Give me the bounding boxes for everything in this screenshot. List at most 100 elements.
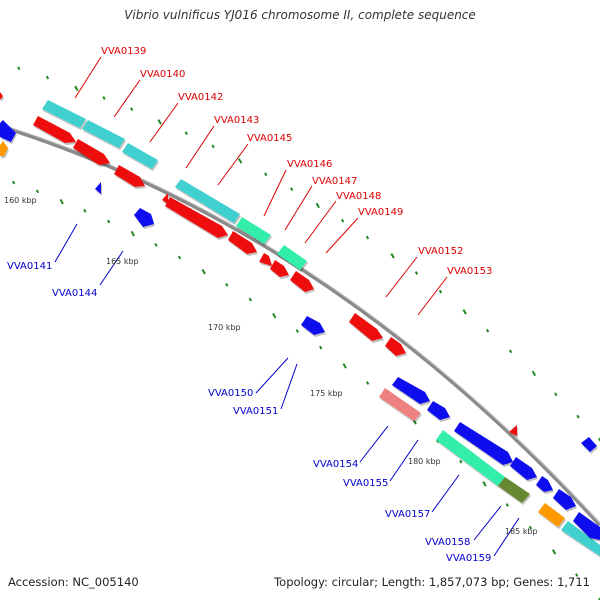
label-vva0141[interactable]: VVA0141 [7, 261, 52, 272]
gc-dot [264, 172, 268, 177]
top-leader-lines [74, 56, 448, 316]
gene-edge-orange[interactable] [0, 141, 8, 156]
gene-blue-6[interactable] [553, 489, 576, 510]
gc-skew-dots [11, 66, 600, 600]
gc-dot [505, 503, 509, 507]
label-vva0143[interactable]: VVA0143 [214, 115, 259, 126]
gene-edge-cyan[interactable] [561, 521, 600, 556]
chromosome-backbone-highlight [0, 123, 600, 524]
gc-dot [184, 131, 188, 136]
gc-dot [83, 208, 87, 213]
gc-dot [130, 230, 135, 237]
gene-blue-7[interactable] [573, 512, 600, 540]
gene-red-3[interactable] [114, 165, 145, 187]
gene-vva0142[interactable] [122, 143, 158, 169]
gene-red-10[interactable] [385, 337, 406, 356]
gc-dot [237, 158, 243, 164]
label-vva0151[interactable]: VVA0151 [233, 406, 278, 417]
gene-vva0139[interactable] [42, 100, 86, 128]
map-title: Vibrio vulnificus YJ016 chromosome II, c… [124, 8, 476, 22]
gene-blue-3[interactable] [454, 422, 513, 465]
tick-label-160kbp: 160 kbp [4, 196, 37, 205]
gc-dot [482, 481, 487, 487]
gc-dot [598, 437, 600, 444]
gc-dot [575, 573, 579, 577]
gene-vva0141[interactable] [95, 182, 101, 194]
gc-dot [272, 312, 277, 319]
bottom-gene-labels: VVA0141 VVA0144 VVA0150 VVA0151 VVA0154 … [7, 261, 491, 564]
gene-red-edge[interactable] [0, 92, 3, 100]
blue-track [95, 182, 600, 540]
label-vva0158[interactable]: VVA0158 [425, 537, 470, 548]
gene-red-5[interactable] [228, 231, 257, 254]
label-vva0148[interactable]: VVA0148 [336, 191, 381, 202]
gene-red-marker-2[interactable] [509, 425, 517, 436]
gene-vva0154[interactable] [379, 388, 421, 421]
label-vva0146[interactable]: VVA0146 [287, 159, 332, 170]
label-vva0153[interactable]: VVA0153 [447, 266, 492, 277]
gene-vva0157[interactable] [436, 430, 505, 486]
gc-dot [531, 370, 537, 377]
gene-edge-blue[interactable] [0, 120, 16, 142]
label-vva0149[interactable]: VVA0149 [358, 207, 403, 218]
gene-red-7[interactable] [270, 260, 289, 277]
gc-dot [177, 255, 182, 260]
gc-dot [35, 189, 40, 194]
gene-blue-4[interactable] [510, 457, 537, 480]
gene-red-9[interactable] [349, 313, 383, 341]
gc-dot [248, 297, 252, 302]
gc-dot [438, 289, 443, 294]
gene-vva0146[interactable] [236, 217, 271, 244]
gene-vva0144[interactable] [134, 208, 154, 227]
gene-red-6[interactable] [259, 253, 272, 266]
label-vva0154[interactable]: VVA0154 [313, 459, 358, 470]
gene-vva0145[interactable] [175, 179, 240, 223]
label-vva0140[interactable]: VVA0140 [140, 69, 185, 80]
red-track [0, 92, 517, 436]
gc-dot [340, 218, 345, 223]
gene-red-4[interactable] [165, 197, 228, 238]
label-vva0142[interactable]: VVA0142 [178, 92, 223, 103]
gc-dot [295, 329, 299, 333]
label-vva0139[interactable]: VVA0139 [101, 46, 146, 57]
tick-label-170kbp: 170 kbp [208, 323, 241, 332]
gc-dot [59, 198, 64, 205]
top-gene-labels: VVA0139 VVA0140 VVA0142 VVA0143 VVA0145 … [101, 46, 492, 277]
gc-dot [157, 119, 162, 125]
gene-vva0155[interactable] [392, 377, 430, 404]
gene-red-2[interactable] [73, 139, 110, 165]
label-vva0147[interactable]: VVA0147 [312, 176, 357, 187]
gc-dot [365, 235, 370, 240]
gene-red-marker-1[interactable] [162, 193, 168, 204]
tick-label-180kbp: 180 kbp [408, 457, 441, 466]
gene-vva0159[interactable] [538, 503, 565, 527]
gc-dot [459, 459, 463, 464]
gene-vva0147[interactable] [277, 245, 307, 270]
gene-red-8[interactable] [290, 271, 314, 292]
gc-dot [11, 180, 16, 185]
gene-blue-8[interactable] [581, 437, 597, 452]
label-vva0144[interactable]: VVA0144 [52, 288, 97, 299]
gene-red-1[interactable] [33, 116, 76, 143]
gene-vva0150[interactable] [301, 316, 325, 335]
label-vva0145[interactable]: VVA0145 [247, 133, 292, 144]
gc-dot [45, 75, 50, 80]
gc-dot [508, 349, 513, 354]
tick-label-165kbp: 165 kbp [106, 257, 139, 266]
gc-dot [554, 392, 558, 397]
label-vva0157[interactable]: VVA0157 [385, 509, 430, 520]
gc-dot [528, 525, 533, 530]
gene-vva0158[interactable] [498, 477, 530, 503]
label-vva0152[interactable]: VVA0152 [418, 246, 463, 257]
label-vva0159[interactable]: VVA0159 [446, 553, 491, 564]
gc-dot [201, 268, 206, 275]
label-vva0150[interactable]: VVA0150 [208, 388, 253, 399]
gene-blue-2[interactable] [427, 401, 450, 420]
gc-dot [211, 144, 215, 149]
gc-dot [74, 85, 79, 92]
gene-vva0140[interactable] [82, 120, 125, 148]
label-vva0155[interactable]: VVA0155 [343, 478, 388, 489]
gene-blue-5[interactable] [536, 476, 553, 492]
